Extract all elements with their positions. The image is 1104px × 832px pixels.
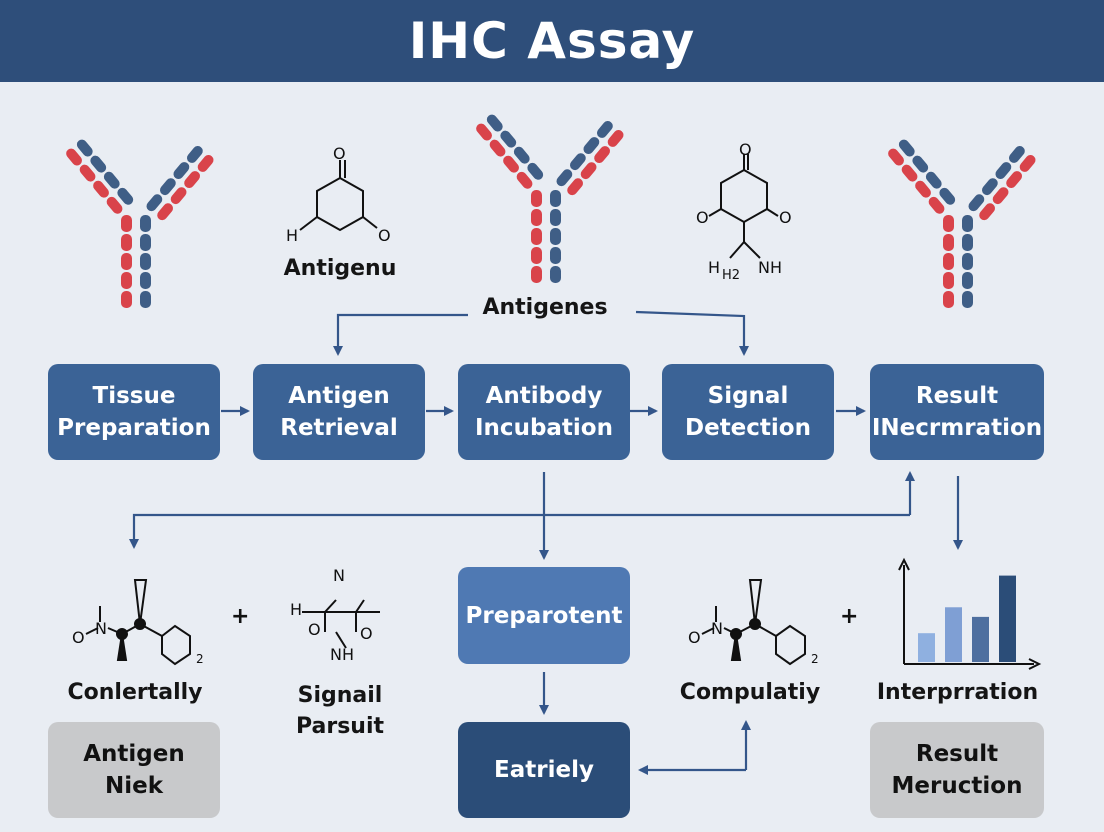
mol4-h: H: [290, 600, 303, 619]
preparotent-label: Preparotent: [465, 602, 623, 629]
step-antigen-retrieval: Antigen Retrieval: [253, 364, 425, 460]
bar-2: [945, 607, 962, 662]
connectors: [129, 310, 963, 775]
mol3-n: N: [95, 619, 107, 638]
mol5-h2: 2: [811, 652, 819, 666]
result-meruction-line2: Meruction: [891, 773, 1023, 799]
interpretation-label: Interprration: [876, 680, 1039, 705]
signail-label: Signail Parsuit: [270, 680, 410, 742]
signail-line1: Signail: [297, 683, 383, 708]
mol1-o2: O: [378, 226, 391, 245]
page-title: IHC Assay: [408, 12, 696, 70]
mol4-nh: NH: [330, 645, 354, 664]
signail-line2: Parsuit: [295, 714, 385, 739]
mol3-h2: 2: [196, 652, 204, 666]
title-bar: IHC Assay: [0, 0, 1104, 82]
chart-axes: [898, 557, 1042, 670]
antigen-label-left: Antigenu: [283, 256, 397, 281]
antigen-niek-line1: Antigen: [83, 741, 185, 767]
antibody-icon-center: [474, 112, 626, 283]
antigen-niek-box: Antigen Niek: [48, 722, 220, 818]
mol5-o: O: [688, 628, 701, 647]
step-line2: Detection: [685, 415, 811, 441]
bar-4: [999, 575, 1016, 662]
step-line1: Tissue: [92, 383, 176, 409]
molecule-icon-4: [302, 599, 380, 649]
mol2-h2: H2: [722, 268, 741, 283]
step-line2: INecrmration: [871, 415, 1043, 441]
plus-sign-1: +: [231, 604, 250, 629]
step-signal-detection: Signal Detection: [662, 364, 834, 460]
mol3-o: O: [72, 628, 85, 647]
step-line1: Antibody: [485, 383, 603, 409]
mol2-o-right: O: [779, 208, 792, 227]
bar-chart: [918, 575, 1016, 662]
plus-sign-2: +: [840, 604, 859, 629]
molecule-icon-1: [299, 160, 378, 232]
antigen-niek-line2: Niek: [104, 773, 164, 799]
molecule-icon-5: [701, 579, 806, 666]
preparotent-box: Preparotent: [458, 567, 630, 664]
bar-1: [918, 633, 935, 662]
mol2-o-left: O: [696, 208, 709, 227]
compulatiy-label: Compulatiy: [679, 680, 821, 705]
step-tissue-preparation: Tissue Preparation: [48, 364, 220, 460]
mol4-o2: O: [360, 624, 373, 643]
step-line1: Result: [915, 383, 999, 409]
result-meruction-line1: Result: [915, 741, 999, 767]
molecule-icon-2: [708, 154, 779, 259]
mol5-n: N: [711, 619, 723, 638]
eatriely-box: Eatriely: [458, 722, 630, 818]
step-line2: Preparation: [57, 415, 211, 441]
result-meruction-box: Result Meruction: [870, 722, 1044, 818]
mol4-n: N: [333, 566, 345, 585]
antigen-label-center: Antigenes: [482, 295, 608, 320]
bar-3: [972, 616, 989, 662]
step-line1: Antigen: [288, 383, 390, 409]
step-line2: Retrieval: [280, 415, 398, 441]
antibody-icon-right: [886, 137, 1038, 308]
step-result-interpretation: Result INecrmration: [870, 364, 1044, 460]
molecule-icon-3: [85, 579, 191, 666]
mol2-nh: NH: [758, 258, 782, 277]
mol1-h: H: [286, 226, 299, 245]
conlertally-label: Conlertally: [67, 680, 203, 705]
step-line1: Signal: [707, 383, 789, 409]
mol2-o-top: O: [739, 140, 752, 159]
mol2-h: H: [708, 258, 721, 277]
eatriely-label: Eatriely: [494, 757, 594, 783]
mol4-o1: O: [308, 620, 321, 639]
step-antibody-incubation: Antibody Incubation: [458, 364, 630, 460]
antibody-icon-left: [64, 137, 216, 308]
mol1-o: O: [333, 144, 346, 163]
step-line2: Incubation: [475, 415, 613, 441]
